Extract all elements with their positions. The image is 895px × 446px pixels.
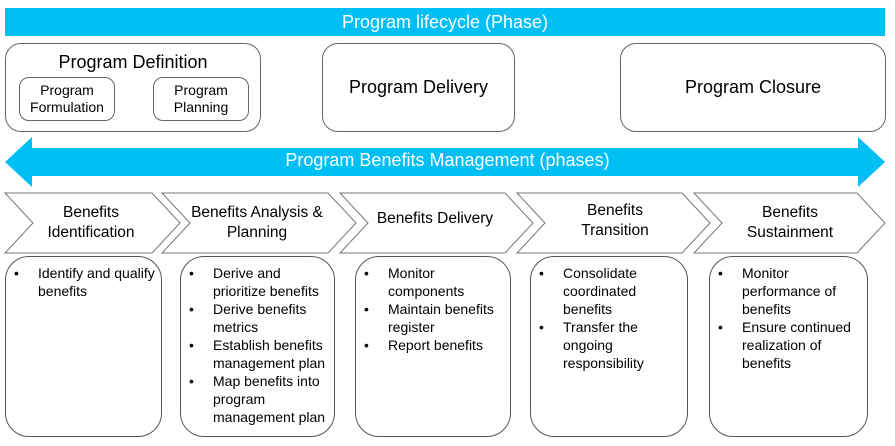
benefits-card-4: Consolidate coordinated benefits Transfe…	[530, 256, 688, 437]
bullet-item: Establish benefits management plan	[189, 336, 330, 372]
chevron-2	[160, 192, 357, 254]
bullet-item: Derive benefits metrics	[189, 300, 330, 336]
chevron-label-5: Benefits Sustainment	[746, 204, 834, 241]
bullet-item: Ensure continued realization of benefits	[718, 318, 863, 372]
double-arrow	[5, 137, 885, 187]
chevron-label-1: Benefits Identification	[47, 204, 135, 241]
benefits-card-3: Monitor components Maintain benefits reg…	[355, 256, 511, 437]
bullet-item: Transfer the ongoing responsibility	[539, 318, 683, 372]
chevron-5	[692, 192, 886, 254]
chevron-label-2: Benefits Analysis & Planning	[191, 204, 323, 241]
chevron-4	[515, 192, 711, 254]
bullet-item: Consolidate coordinated benefits	[539, 264, 683, 318]
benefits-card-5: Monitor performance of benefits Ensure c…	[709, 256, 868, 437]
program-lifecycle-banner: Program lifecycle (Phase)	[5, 8, 885, 36]
program-delivery-box: Program Delivery	[322, 43, 515, 132]
bullet-item: Maintain benefits register	[364, 300, 506, 336]
bullet-item: Derive and prioritize benefits	[189, 264, 330, 300]
program-formulation-box: Program Formulation	[19, 77, 115, 121]
bullet-item: Report benefits	[364, 336, 506, 354]
benefits-management-title: Program Benefits Management (phases)	[285, 150, 610, 170]
program-closure-box: Program Closure	[620, 43, 886, 132]
program-definition-box: Program Definition	[5, 43, 261, 132]
bullet-item: Monitor components	[364, 264, 506, 300]
chevron-label-4: Benefits Transition	[581, 202, 649, 239]
program-definition-title: Program Definition	[58, 52, 208, 72]
bullet-item: Identify and qualify benefits	[14, 264, 157, 300]
bullet-item: Monitor performance of benefits	[718, 264, 863, 318]
chevron-label-3: Benefits Delivery	[376, 210, 494, 227]
chevron-3	[338, 192, 534, 254]
benefits-card-1: Identify and qualify benefits	[5, 256, 162, 437]
benefits-card-2: Derive and prioritize benefits Derive be…	[180, 256, 335, 437]
bullet-item: Map benefits into program management pla…	[189, 372, 330, 426]
program-planning-box: Program Planning	[153, 77, 249, 121]
chevron-1	[3, 192, 181, 254]
